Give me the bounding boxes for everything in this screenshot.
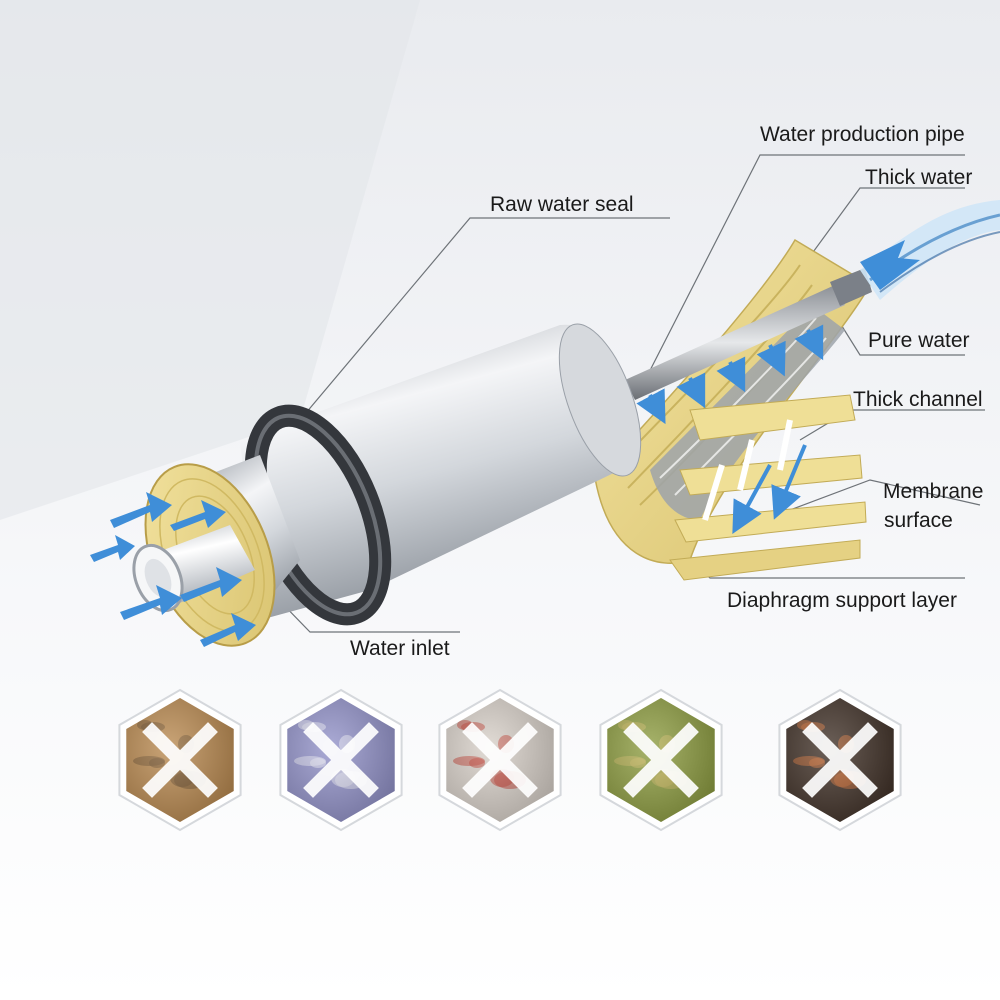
water-production-pipe: [625, 268, 872, 400]
label-thick-water: Thick water: [865, 166, 973, 189]
sediment-rust-icon: [118, 688, 242, 832]
cross-mark-icon: [802, 722, 878, 798]
permeate-flow-arrows: [636, 324, 824, 535]
background-haze: [0, 0, 420, 520]
label-membrane-surface-1: Membrane: [883, 480, 984, 503]
contaminant-hexagons: [118, 688, 902, 832]
cross-mark-icon: [142, 722, 218, 798]
label-thick-channel: Thick channel: [853, 388, 983, 411]
chemical-residue-icon: [438, 688, 562, 832]
label-diaphragm-support-layer: Diaphragm support layer: [727, 589, 957, 612]
algae-icon: [599, 688, 723, 832]
cross-mark-icon: [623, 722, 699, 798]
pure-water-stream: [860, 200, 1000, 300]
label-water-inlet: Water inlet: [350, 637, 450, 660]
bacteria-icon: [279, 688, 403, 832]
label-pure-water: Pure water: [868, 329, 970, 352]
concentrate-flow-arrows: [702, 419, 793, 521]
label-raw-water-seal: Raw water seal: [490, 193, 634, 216]
label-membrane-surface-2: surface: [884, 509, 953, 532]
inlet-flow-arrows: [90, 492, 256, 647]
cross-mark-icon: [462, 722, 538, 798]
label-water-production-pipe: Water production pipe: [760, 123, 965, 146]
scale-pipe-icon: [778, 688, 902, 832]
cross-mark-icon: [303, 722, 379, 798]
membrane-housing: [240, 323, 642, 620]
